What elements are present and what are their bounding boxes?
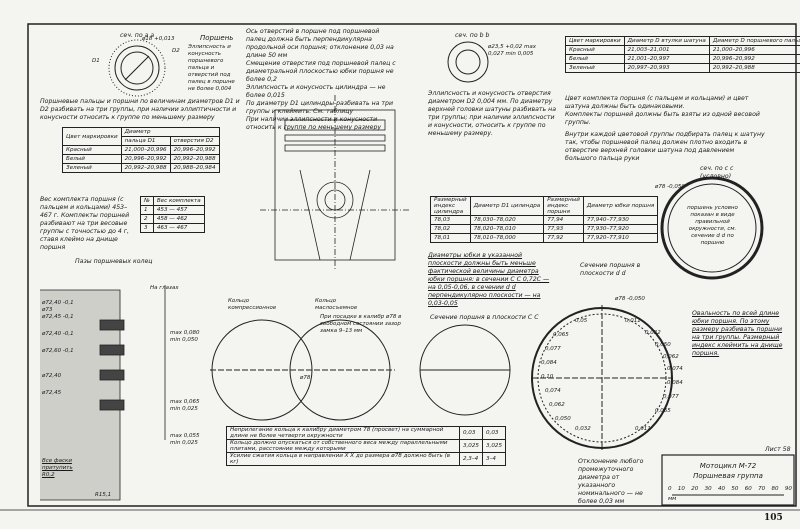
piston-title: Поршень xyxy=(200,34,234,42)
rod-section-circle xyxy=(447,41,489,83)
scale-unit: мм xyxy=(668,496,677,502)
title-line-1: Мотоцикл М-72 xyxy=(699,462,757,470)
groove-top-label: На глазах xyxy=(150,285,179,291)
header: Диаметр xyxy=(120,127,220,137)
section-dd-circle xyxy=(531,305,673,450)
header: Цвет маркировки xyxy=(62,127,122,146)
section-bb-note: Эллипсность и конусность отверстия диаме… xyxy=(428,90,556,137)
groups-note: Поршневые пальцы и поршни по величинам д… xyxy=(40,98,240,121)
section-dd-tol: ø78 -0,050 xyxy=(615,296,645,302)
section-cc-ring xyxy=(660,176,764,280)
table-row: Неприлегание кольца к калибру диаметром … xyxy=(226,426,507,440)
header: отверстия D2 xyxy=(169,136,220,146)
pin-tolerance: ø18 +0,013 xyxy=(142,36,175,42)
ring-dia: ø78 xyxy=(300,375,311,381)
section-cc-title: Сечение поршня в плоскости С С xyxy=(430,314,539,321)
right-ovality-note: Овальность по всей длине юбки поршня. По… xyxy=(692,310,783,357)
title-block-frame xyxy=(661,454,795,506)
skirt-note: Диаметры юбки в указанной плоскости долж… xyxy=(428,252,550,307)
section-cc-note: поршень условно показан в виде правильно… xyxy=(687,205,738,246)
section-dd-title: Сечение поршня в плоскости d d xyxy=(580,262,641,277)
ring-grooves xyxy=(40,285,166,501)
ring-spec-table: Неприлегание кольца к калибру диаметром … xyxy=(226,426,507,466)
section-aa-label: сеч. по а а xyxy=(120,32,155,39)
sheet-frame xyxy=(27,23,797,507)
ring-oil-label: Кольцо маслосъемное xyxy=(315,298,358,311)
table-row: Усилие сжатия кольца в направлении X X д… xyxy=(226,452,507,466)
page-number: 105 xyxy=(764,513,783,523)
center-notes: Ось отверстий в поршне под поршневой пал… xyxy=(246,28,396,131)
rings-label: Пазы поршневых колец xyxy=(75,258,153,265)
right-notes: Цвет комплекта поршня (с пальцем и кольц… xyxy=(565,95,765,162)
section-cc-label: сеч. по с с (условно) xyxy=(700,165,734,180)
section-bb-tol: ø23,5 +0,02 max 0,027 min 0,005 xyxy=(488,44,536,57)
chamfer-note: Все фаски притупить R0,2 xyxy=(42,458,73,478)
deviation-note: Отклонение любого промежуточного диаметр… xyxy=(578,458,644,505)
piston-section xyxy=(260,95,410,270)
section-cc-tol: ø78 -0,050 xyxy=(655,184,685,190)
ring-free-gap: При посадке в калибр ø78 в свободном сос… xyxy=(320,314,402,334)
weight-note: Вес комплекта поршня (с пальцем и кольца… xyxy=(40,196,130,251)
pin-note: Эллипсность и конусность поршневого паль… xyxy=(188,44,235,92)
radius-label: R15,1 xyxy=(95,492,112,498)
ring-compression-label: Кольцо компрессионное xyxy=(228,298,277,311)
d2-label: D2 xyxy=(172,48,180,54)
header: пальца D1 xyxy=(120,136,171,146)
section-dd-values: 0,05 0,065 0,077 0,084 0,10 0,074 0,062 … xyxy=(541,318,683,432)
section-bb-label: сеч. по b b xyxy=(455,32,490,39)
title-line-2: Поршневая группа xyxy=(693,472,763,480)
d1-label: D1 xyxy=(92,58,100,64)
sheet-number: Лист 58 xyxy=(765,446,791,453)
pin-section-circle xyxy=(108,39,166,97)
section-cc-ellipse xyxy=(419,324,511,416)
piston-rings xyxy=(210,319,395,421)
table-row: Кольцо должно опускаться от собственного… xyxy=(226,439,507,453)
